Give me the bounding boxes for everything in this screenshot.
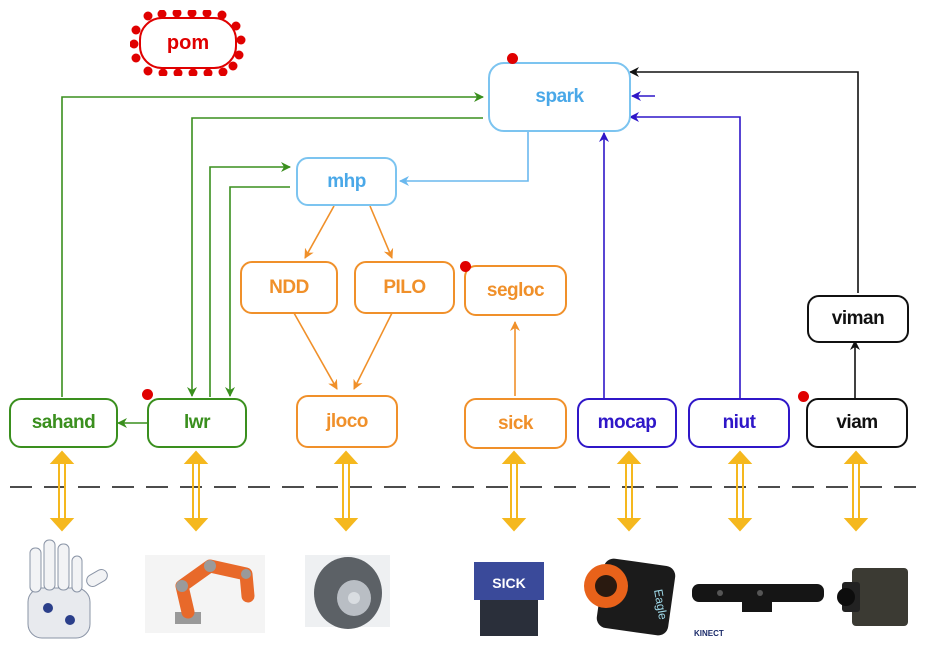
jloco-hardware-link xyxy=(333,450,359,532)
lwr-label: lwr xyxy=(184,412,210,433)
pilo-module: PILO xyxy=(354,261,455,314)
lwr-to-mhp-arrow xyxy=(209,162,291,397)
eagle-mocap-camera-image: Eagle xyxy=(584,558,676,636)
lwr-module: lwr xyxy=(147,398,247,448)
viman-to-spark-arrow xyxy=(629,67,859,293)
industrial-camera-image xyxy=(837,568,908,626)
sick-label: sick xyxy=(498,412,533,434)
spark-to-lwr-arrow xyxy=(187,117,483,397)
lwr-hardware-link xyxy=(183,450,209,532)
sick-laser-scanner-image: SICK xyxy=(474,562,544,636)
viam-marker-dot xyxy=(798,391,809,402)
sahand-label: sahand xyxy=(31,412,96,433)
segloc-label: segloc xyxy=(486,279,545,301)
mocap-module: mocap xyxy=(577,398,677,448)
lwr-marker-dot xyxy=(142,389,153,400)
niut-module: niut xyxy=(688,398,790,448)
spark-to-mhp-arrow xyxy=(399,132,529,186)
segloc-module: segloc xyxy=(464,265,567,316)
spark-label: spark xyxy=(535,86,584,107)
viam-module: viam xyxy=(806,398,908,448)
sick-hardware-link xyxy=(501,450,527,532)
pilo-label: PILO xyxy=(383,276,426,298)
blue-connections xyxy=(399,132,529,186)
viam-label: viam xyxy=(836,412,878,433)
pilo-to-jloco-arrow xyxy=(353,312,393,390)
green-connections xyxy=(61,92,484,428)
spark-marker-dot xyxy=(507,53,518,64)
svg-text:Eagle: Eagle xyxy=(651,588,670,621)
jloco-label: jloco xyxy=(326,410,368,432)
jloco-module: jloco xyxy=(296,395,398,448)
mhp-to-ndd-arrow xyxy=(304,205,335,259)
spark-module: spark xyxy=(488,62,631,132)
svg-text:SICK: SICK xyxy=(492,575,525,591)
mhp-to-lwr-arrow xyxy=(225,186,290,397)
sahand-module: sahand xyxy=(9,398,118,448)
ndd-label: NDD xyxy=(269,276,309,298)
mhp-to-pilo-arrow xyxy=(369,205,394,259)
pom-label: pom xyxy=(166,31,210,54)
sick-module: sick xyxy=(464,398,567,449)
black-connections xyxy=(629,67,860,398)
svg-text:KINECT: KINECT xyxy=(694,629,724,638)
robot-hand-image xyxy=(27,539,108,639)
kinect-sensor-image: KINECT xyxy=(692,584,824,638)
sahand-hardware-link xyxy=(49,450,75,532)
niut-label: niut xyxy=(722,412,756,433)
sahand-to-spark-arrow xyxy=(61,92,484,397)
mocap-hardware-link xyxy=(616,450,642,532)
mocap-label: mocap xyxy=(597,412,657,433)
ndd-module: NDD xyxy=(240,261,338,314)
pom-cloud: pom xyxy=(130,10,246,76)
ndd-to-jloco-arrow xyxy=(293,312,338,390)
wheel-image xyxy=(305,555,390,629)
purple-connections xyxy=(599,91,741,398)
niut-hardware-link xyxy=(727,450,753,532)
mhp-label: mhp xyxy=(327,170,366,192)
segloc-marker-dot xyxy=(460,261,471,272)
hardware-links xyxy=(49,450,869,532)
orange-connections xyxy=(293,205,520,396)
viman-module: viman xyxy=(807,295,909,343)
niut-to-spark-arrow xyxy=(629,112,741,398)
viman-label: viman xyxy=(831,308,885,329)
viam-hardware-link xyxy=(843,450,869,532)
robot-arm-image xyxy=(145,555,265,633)
mhp-module: mhp xyxy=(296,157,397,206)
